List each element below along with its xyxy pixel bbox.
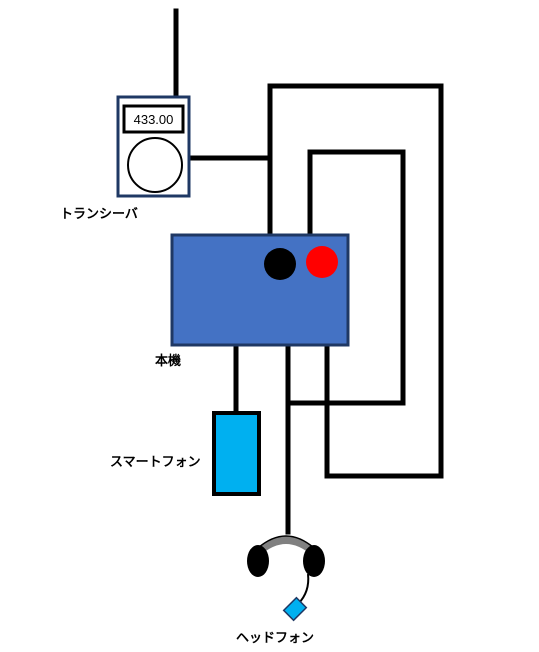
red-jack-icon <box>306 246 338 278</box>
left-earcup <box>247 545 269 577</box>
mic-icon <box>282 596 308 622</box>
black-jack-icon <box>264 248 296 280</box>
inner-loop-wire <box>285 149 406 406</box>
headphones-icon <box>247 535 325 622</box>
transceiver-label: トランシーバ <box>60 207 138 222</box>
outer-loop-wire <box>267 83 444 479</box>
smartphone <box>212 411 261 496</box>
transceiver-frequency: 433.00 <box>134 112 174 127</box>
transceiver-to-main-wire <box>187 155 273 238</box>
transceiver-display <box>122 104 185 134</box>
transceiver-dial-icon <box>127 137 183 193</box>
transceiver: 433.00 <box>116 95 191 198</box>
smartphone-label: スマートフォン <box>110 455 201 470</box>
mic-boom <box>297 573 310 605</box>
headband-edge <box>257 535 315 549</box>
smartphone-body <box>212 411 261 496</box>
wires <box>173 8 444 535</box>
main-unit-label: 本機 <box>155 353 181 369</box>
headphones-label: ヘッドフォン <box>236 631 314 646</box>
main-unit <box>170 233 350 347</box>
right-earcup <box>303 545 325 577</box>
